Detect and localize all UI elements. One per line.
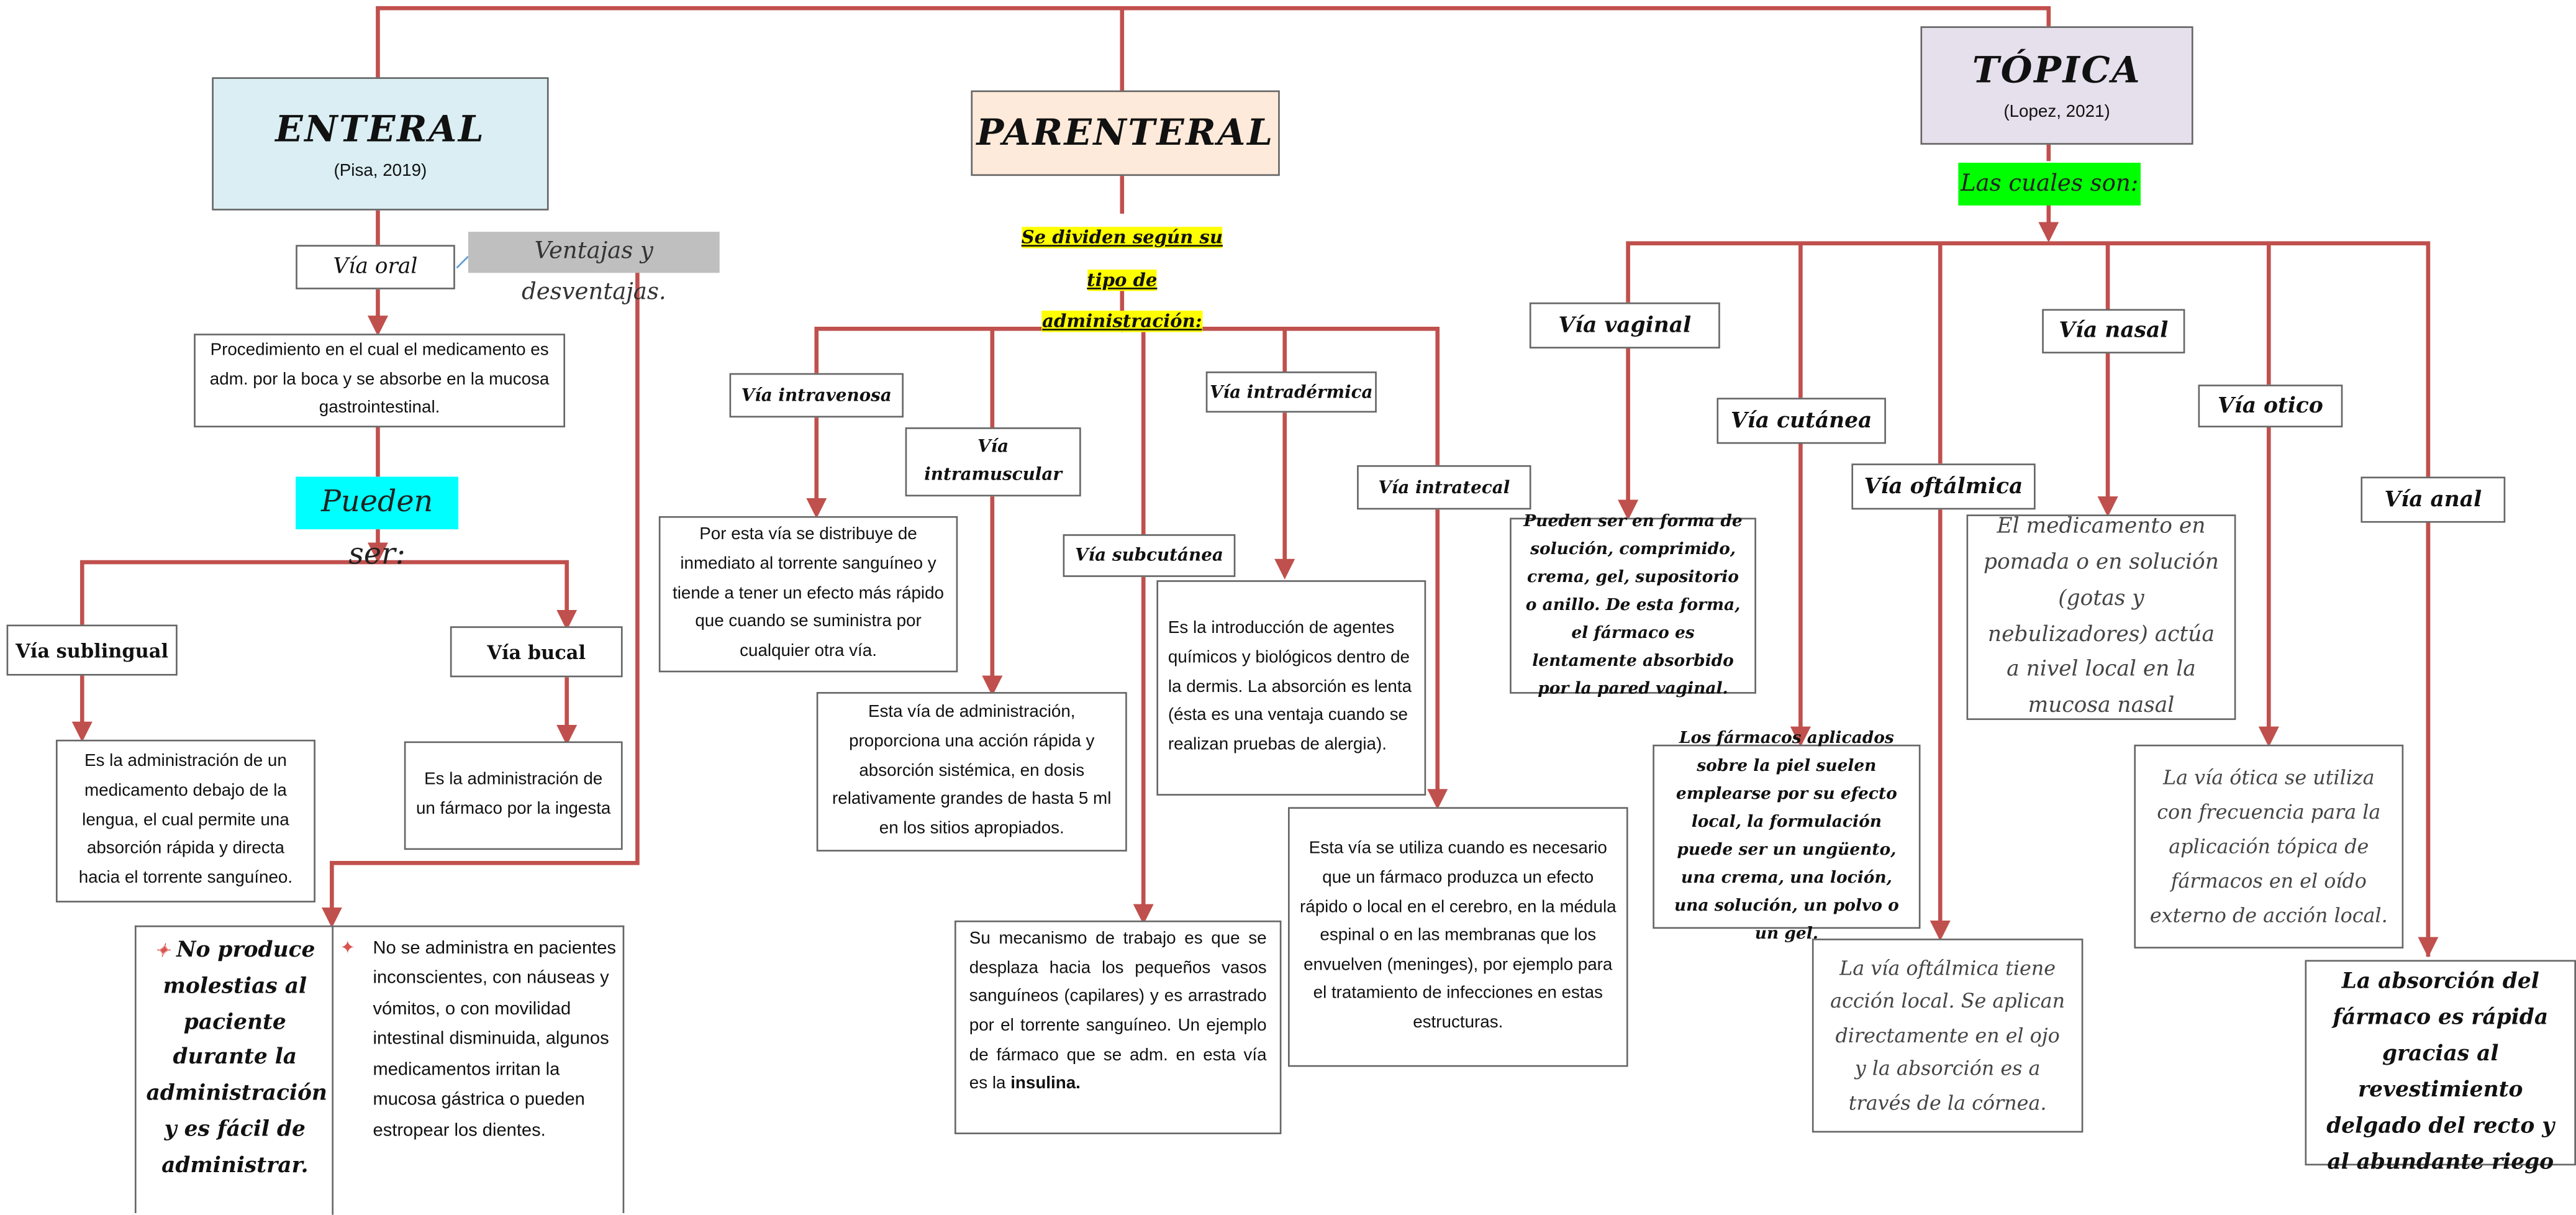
star-bullet-icon: ✦ [340,939,355,958]
ventajas-divider [332,927,334,1215]
via-cutanea-box: Vía cutánea [1717,398,1886,444]
via-intravenosa-box: Vía intravenosa [729,373,904,418]
via-oral-box: Vía oral [296,245,455,289]
via-nasal-box: Vía nasal [2042,309,2185,353]
via-bucal-box: Vía bucal [450,626,623,678]
cutanea-definition: Los fármacos aplicados sobre la piel sue… [1653,730,1921,944]
anal-definition: La absorción del fármaco es rápida graci… [2305,960,2576,1176]
intradermica-definition: Es la introducción de agentes químicos y… [1156,580,1426,796]
via-otico-box: Vía otico [2198,385,2343,428]
parenteral-header: PARENTERAL [971,90,1280,176]
topica-citation: (Lopez, 2021) [2003,102,2110,122]
pueden-ser-label: Pueden ser: [296,476,459,572]
parenteral-title: PARENTERAL [976,111,1274,155]
bucal-definition: Es la administración de un fármaco por l… [404,741,623,850]
ventajas-label: Ventajas y desventajas. [468,232,720,306]
desventaja-cell: ✦ No se administra en pacientes inconscie… [340,934,617,1146]
via-intradermica-box: Vía intradérmica [1205,371,1377,413]
via-anal-box: Vía anal [2361,476,2506,523]
vaginal-definition: Pueden ser en forma de solución, comprim… [1510,513,1756,699]
via-intratecal-box: Vía intratecal [1357,465,1531,510]
via-vaginal-box: Vía vaginal [1529,302,1720,349]
ventaja-cell: ✦No produce molestias al paciente durant… [146,934,327,1185]
subcutanea-definition: Su mecanismo de trabajo es que se despla… [954,920,1282,1134]
via-intramuscular-box: Vía intramuscular [905,427,1081,497]
via-oftalmica-box: Vía oftálmica [1851,463,2036,510]
enteral-citation: (Pisa, 2019) [333,160,427,180]
enteral-title: ENTERAL [275,107,486,151]
oral-definition: Procedimiento en el cual el medicamento … [194,334,566,428]
desventaja-text: No se administra en pacientes inconscien… [373,939,616,1141]
via-subcutanea-box: Vía subcutánea [1063,534,1236,577]
otico-definition: La vía ótica se utiliza con frecuencia p… [2134,744,2404,949]
topica-title: TÓPICA [1972,49,2142,93]
nasal-definition: El medicamento en pomada o en solución (… [1966,514,2236,721]
sublingual-definition: Es la administración de un medicamento d… [55,739,315,903]
intravenosa-definition: Por esta vía se distribuye de inmediato … [658,516,958,673]
subcutanea-text: Su mecanismo de trabajo es que se despla… [969,929,1267,1094]
ventaja-text: No produce molestias al paciente durante… [146,939,327,1179]
las-cuales-label: Las cuales son: [1958,162,2141,206]
intratecal-definition: Esta vía se utiliza cuando es necesario … [1287,807,1628,1067]
topica-header: TÓPICA (Lopez, 2021) [1920,26,2193,145]
intramuscular-definition: Esta vía de administración, proporciona … [816,692,1127,852]
ventajas-table: ✦No produce molestias al paciente durant… [134,925,625,1215]
enteral-header: ENTERAL (Pisa, 2019) [212,77,549,211]
subcutanea-insulina: insulina. [1010,1073,1081,1094]
oftalmica-definition: La vía oftálmica tiene acción local. Se … [1812,939,2084,1133]
se-dividen-label: Se dividen según su tipo de administraci… [1021,227,1223,333]
via-sublingual-box: Vía sublingual [6,624,178,676]
star-bullet-icon: ✦ [155,940,170,962]
